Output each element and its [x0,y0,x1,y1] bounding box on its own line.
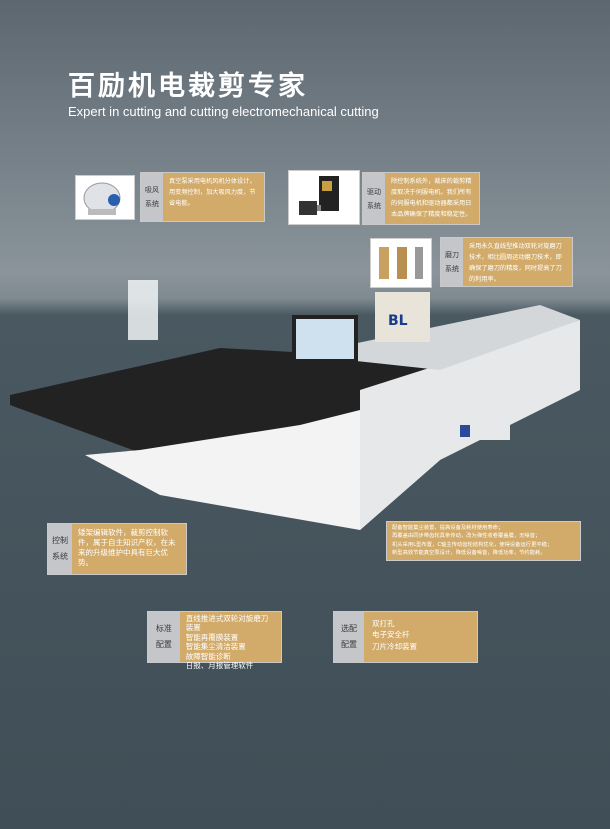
improvements-note: 配备智能集尘装置，提高设备及耗材使用寿命； 再覆盖由同步带齿轮具条传动，改为弹性… [386,521,581,561]
config-item: 日报、月报管理软件 [185,660,254,670]
monitor [296,319,354,359]
config-item: 智能再覆膜装置 [185,632,239,642]
config-label: 标准 配置 [148,612,180,662]
page-subtitle: Expert in cutting and cutting electromec… [68,104,379,119]
head-logo: BL [388,313,408,329]
config-item: 刀片冷却装置 [372,641,417,651]
config-item: 电子安全杆 [372,630,410,640]
config-item: 故障智能诊断 [185,651,231,661]
feature-text: 除控制系统外，裁床的裁剪精度取决于伺服电机，我们所有的伺服电机和驱动器都采用日本… [385,173,479,224]
vacuum-fan-image [75,175,135,220]
optional-config: 选配 配置 双打孔 电子安全杆 刀片冷却装置 [333,611,478,663]
note-line: 配备智能集尘装置，提高设备及耗材使用寿命； [392,525,504,531]
feature-text: 矮架编辑软件，裁剪控制软件，属于自主知识产权，在未来的升级维护中具有巨大优势。 [72,524,186,574]
note-line: 新型高效节能真空泵设计，降低设备噪音，降低功率，节约能耗。 [392,550,546,557]
feature-suction-system: 吸风 系统 真空泵采用电机风机分体设计，用变频控制，加大吸风力度，节省电能。 [140,172,265,222]
feature-label: 磨刀 系统 [441,238,463,286]
standard-config: 标准 配置 直线推进式双轮对旋磨刀装置 智能再覆膜装置 智能集尘清洁装置 故障智… [147,611,282,670]
feature-text: 采用永久直线型推动双轮对旋磨刀技术，相比圆周运动磨刀技术，即确保了磨刀的精度，同… [463,238,572,286]
feature-label: 驱动 系统 [363,173,385,224]
cutting-machine-image: BL [10,280,580,530]
config-label: 选配 配置 [334,612,364,662]
page-title: 百励机电裁剪专家 [68,71,308,102]
sharpener-image [370,238,432,288]
feature-drive-system: 驱动 系统 除控制系统外，裁床的裁剪精度取决于伺服电机，我们所有的伺服电机和驱动… [362,172,480,225]
feature-sharpening-system: 磨刀 系统 采用永久直线型推动双轮对旋磨刀技术，相比圆周运动磨刀技术，即确保了磨… [440,237,573,287]
feature-label: 吸风 系统 [141,173,163,221]
feature-label: 控制 系统 [48,524,72,574]
film-roll [128,280,158,340]
feature-text: 真空泵采用电机风机分体设计，用变频控制，加大吸风力度，节省电能。 [163,173,264,221]
config-item: 直线推进式双轮对旋磨刀装置 [185,614,269,633]
cutting-head [375,292,430,342]
config-item: 智能集尘清洁装置 [185,642,246,652]
servo-motor-image [288,170,360,225]
config-item: 双打孔 [372,619,395,628]
note-line: 机头采用L型布置，C轴主传动齿轮结构优化，使得设备运行更平稳； [392,541,553,548]
note-line: 再覆盖由同步带齿轮具条传动，改为弹性收卷覆盖膜，无噪音； [392,533,541,540]
feature-control-system: 控制 系统 矮架编辑软件，裁剪控制软件，属于自主知识产权，在未来的升级维护中具有… [47,523,187,575]
